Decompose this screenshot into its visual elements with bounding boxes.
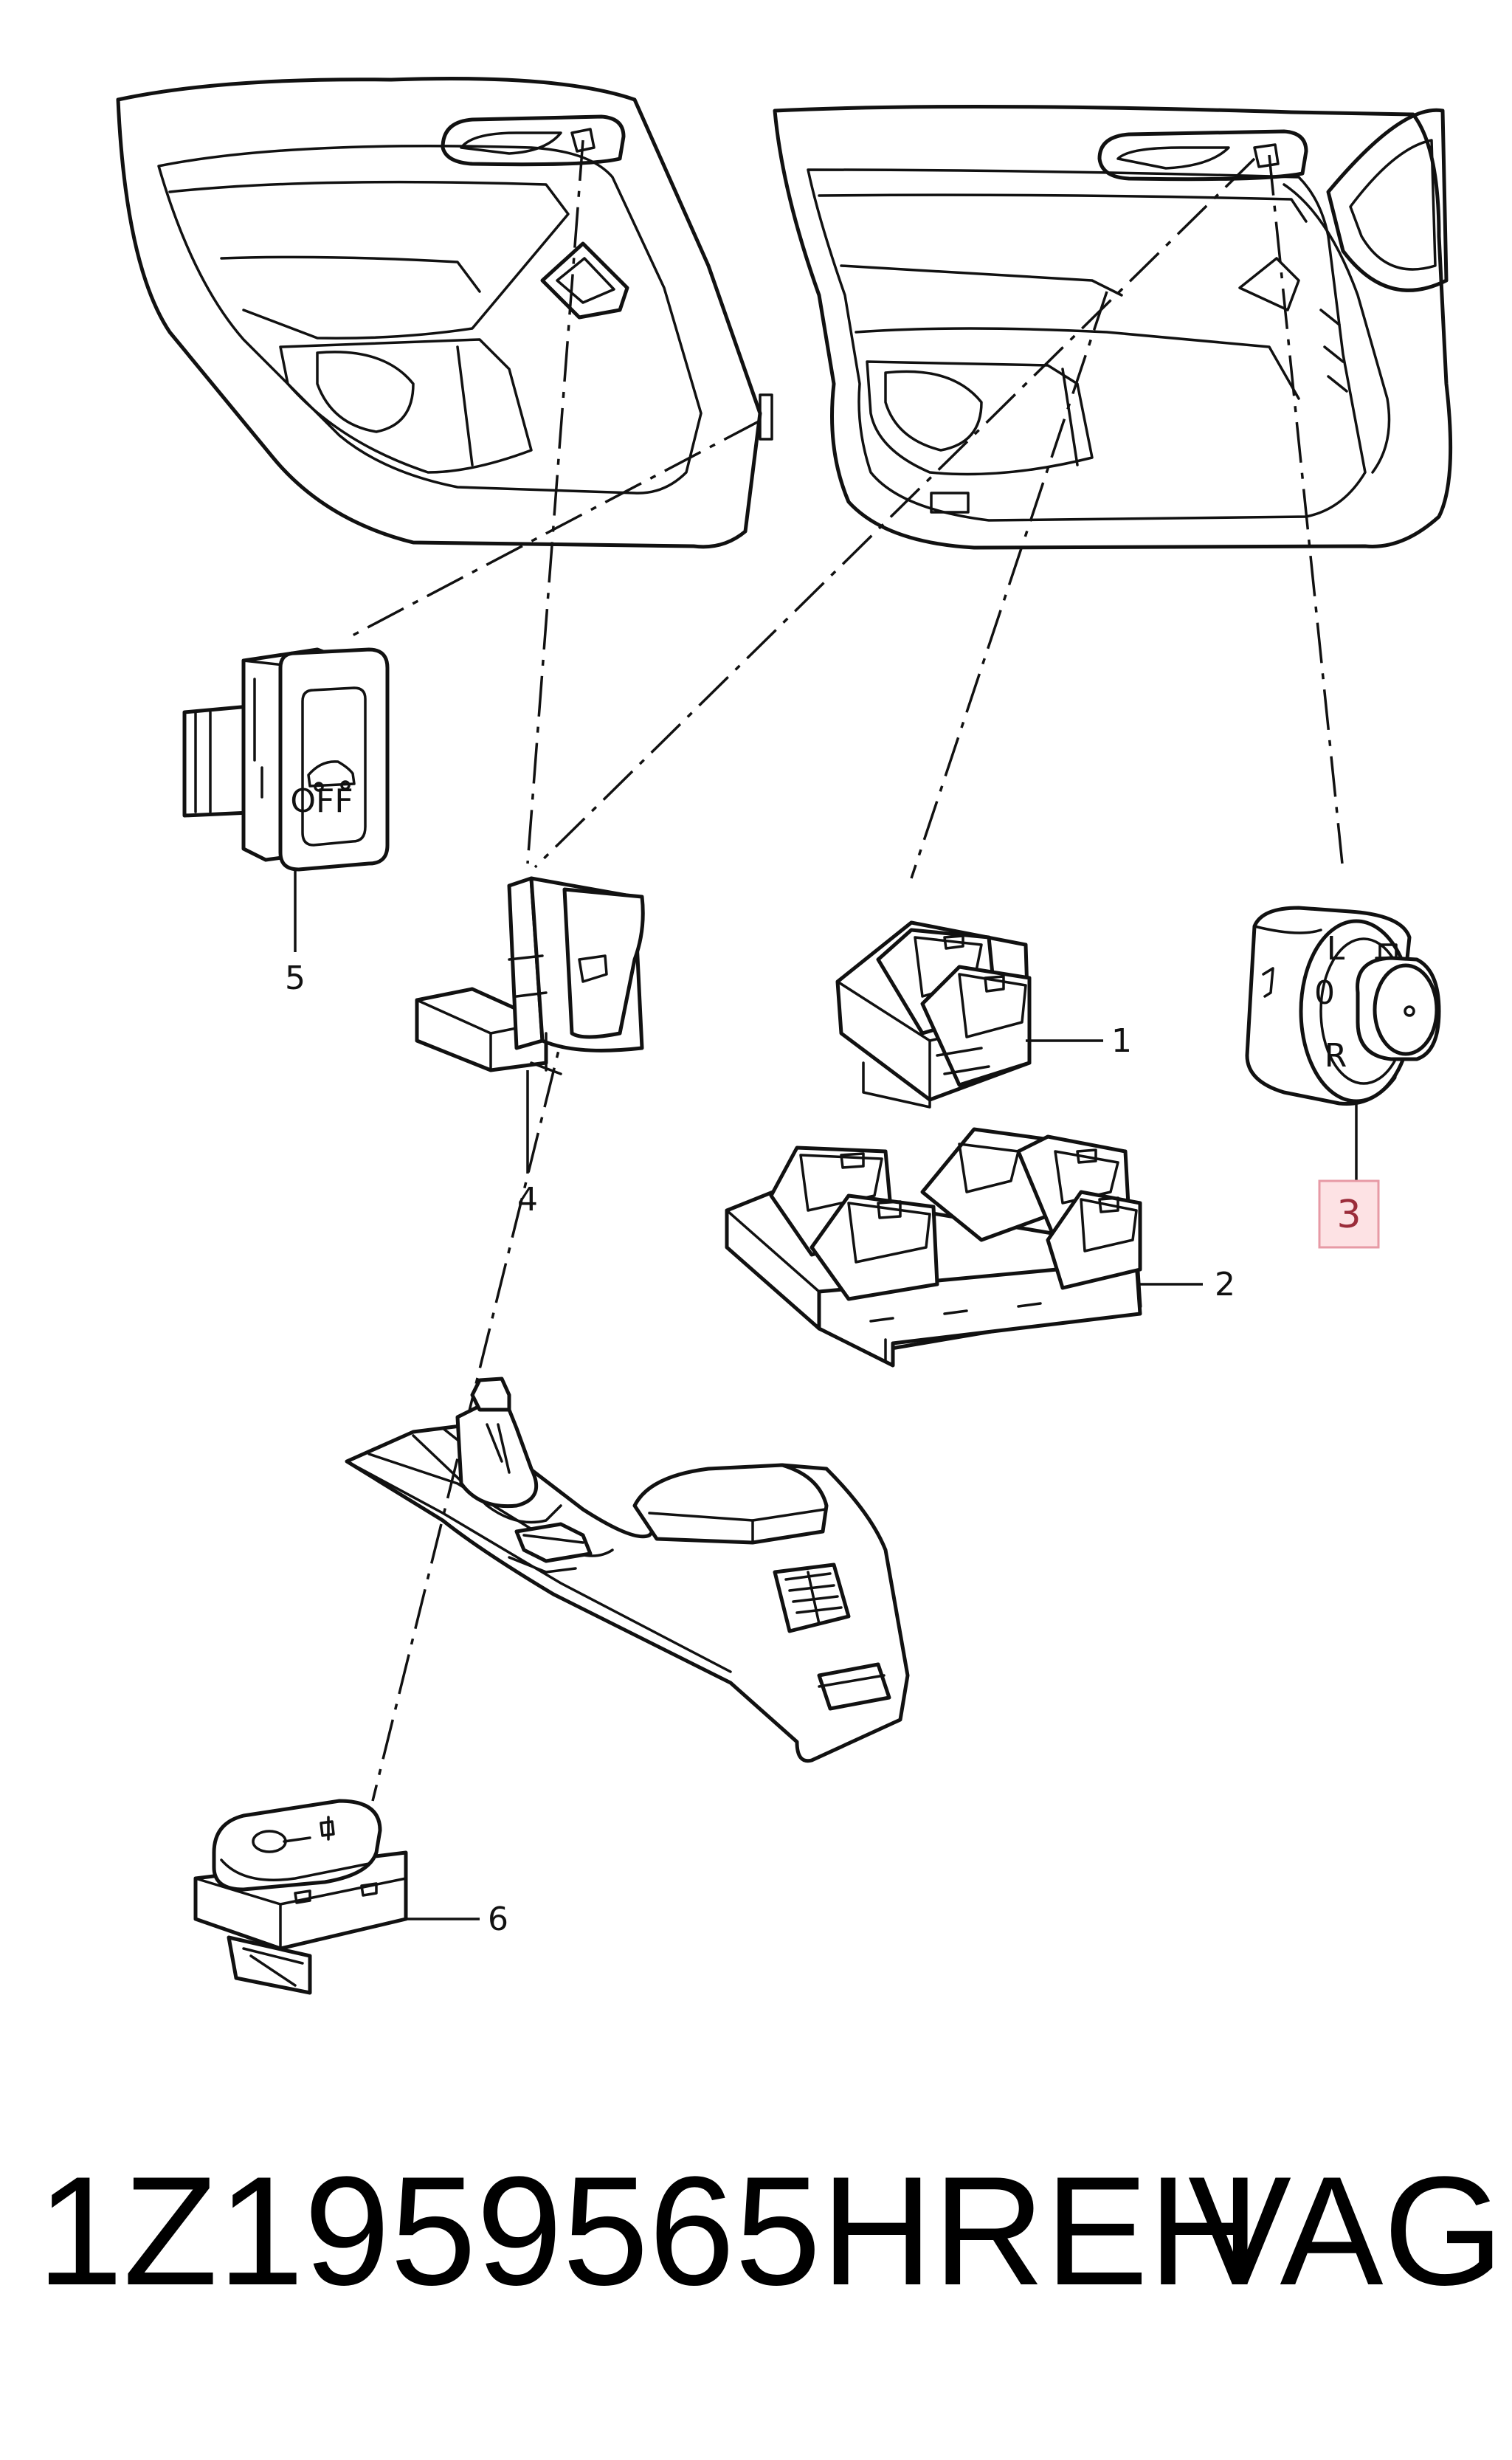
mirror-0-marking: 0 [1314,974,1335,1012]
part-6-console-switch: 6 [193,1799,508,1995]
assembly-leader-lines [346,139,1344,1802]
part-5-off-switch: OFF 5 [182,647,390,997]
center-console [345,1377,910,1763]
mirror-l-marking: L [1327,930,1345,968]
rear-door-panel [116,77,773,549]
callout-1: 1 [1111,1022,1132,1060]
front-door-panel [773,104,1453,550]
brand: VAG [1188,2144,1504,2318]
callout-2: 2 [1215,1266,1235,1303]
part-4-window-switch: 4 [415,876,645,1219]
part-1-double-window-switch: 1 [835,920,1132,1109]
off-marking: OFF [290,782,353,820]
callout-5: 5 [285,959,305,997]
part-2-quad-window-switch: 2 [725,1127,1235,1368]
part-3-mirror-switch: L 0 R 3 [1245,906,1441,1249]
callout-6: 6 [488,1901,508,1938]
mirror-r-marking: R [1325,1037,1347,1075]
caption: 1Z1959565HREH VAG [37,2144,1504,2318]
callout-4: 4 [517,1181,538,1219]
callout-3: 3 [1336,1193,1361,1237]
part-number: 1Z1959565HREH [37,2144,1260,2318]
callout-3-highlight [1318,1179,1380,1249]
